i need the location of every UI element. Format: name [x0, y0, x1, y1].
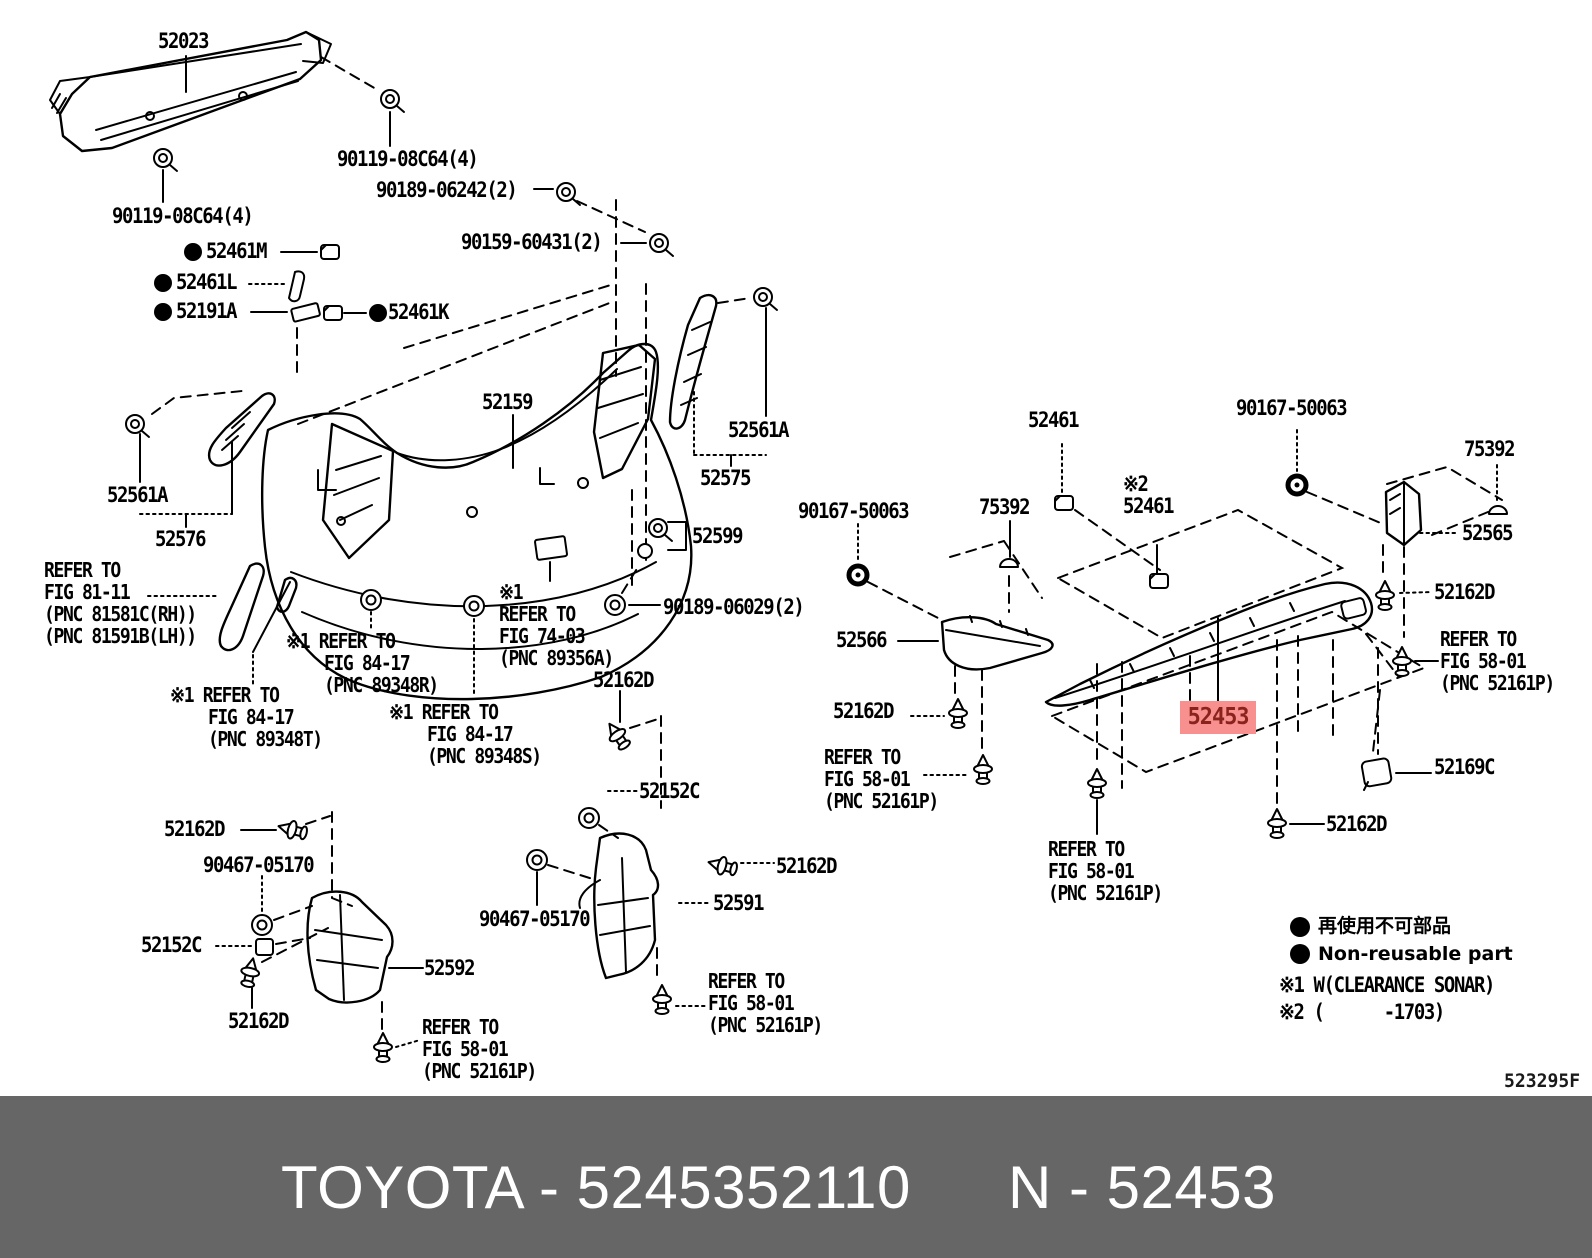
part-52591-guard: [578, 832, 712, 980]
refer-note-fig58-01-a: REFER TO FIG 58-01 (PNC 52161P): [422, 1015, 537, 1083]
refer-note-fig58-01-b: REFER TO FIG 58-01 (PNC 52161P): [708, 969, 823, 1037]
refer-note-fig81-11: REFER TO FIG 81-11 (PNC 81581C(RH)) (PNC…: [44, 558, 197, 648]
part-label-52162D-b: 52162D: [1434, 580, 1496, 604]
part-label-90167-50063-a: 90167-50063: [798, 499, 910, 523]
part-label-52162D-mid: 52162D: [593, 668, 655, 692]
diagram-linework: [49, 30, 1508, 1063]
part-52576-bracket: [139, 390, 276, 528]
legend-jp-text: 再使用不可部品: [1318, 915, 1452, 937]
part-label-90119-08C64-right: 90119-08C64(4): [337, 147, 479, 171]
part-label-52461L: 52461L: [176, 270, 238, 294]
part-label-52162D-a: 52162D: [833, 699, 895, 723]
part-label-52576: 52576: [155, 527, 206, 551]
refer-note-fig74-03: ※1 REFER TO FIG 74-03 (PNC 89356A): [499, 580, 614, 670]
part-label-52461M: 52461M: [206, 239, 268, 263]
refer-note-fig58-01-e: REFER TO FIG 58-01 (PNC 52161P): [1048, 837, 1163, 905]
part-label-52566: 52566: [836, 628, 887, 652]
part-label-52162D-c: 52162D: [1326, 812, 1388, 836]
legend-note1: ※1 W(CLEARANCE SONAR): [1279, 973, 1495, 997]
part-label-52162D-midright: 52162D: [776, 854, 838, 878]
part-52592-guard: [306, 890, 424, 1004]
part-52575-bracket: [668, 294, 767, 467]
part-label-52591: 52591: [713, 891, 764, 915]
part-label-52169C: 52169C: [1434, 755, 1496, 779]
figure-code: 523295F: [1504, 1070, 1581, 1092]
footer-part-number: TOYOTA - 5245352110: [281, 1154, 911, 1221]
part-label-52599: 52599: [692, 524, 743, 548]
refer-note-fig58-01-d: REFER TO FIG 58-01 (PNC 52161P): [1440, 627, 1555, 695]
part-fig81-11-pad: [147, 562, 298, 685]
part-label-52152C-left: 52152C: [141, 933, 203, 957]
part-label-75392-b: 75392: [1464, 437, 1515, 461]
part-label-90159-60431: 90159-60431(2): [461, 230, 603, 254]
non-reusable-dot-icon: [1290, 944, 1310, 964]
part-label-52162D-bottomleft: 52162D: [228, 1009, 290, 1033]
part-label-52152C-mid: 52152C: [639, 779, 701, 803]
part-52159-bumper-cover: [260, 342, 693, 701]
footer-bar: TOYOTA - 5245352110 N - 52453: [0, 1096, 1592, 1258]
part-label-52461-note2: ※2 52461: [1123, 472, 1174, 518]
part-label-90467-05170-right: 90467-05170: [479, 907, 591, 931]
part-52169C-clip: [1360, 757, 1432, 791]
part-label-52592: 52592: [424, 956, 475, 980]
highlighted-part-label-52453[interactable]: 52453: [1180, 701, 1257, 734]
part-label-52461K: 52461K: [388, 300, 450, 324]
part-label-75392-a: 75392: [979, 495, 1030, 519]
part-52023-reinforcement: [49, 30, 332, 153]
part-label-90189-06242: 90189-06242(2): [376, 178, 518, 202]
part-label-52565: 52565: [1462, 521, 1513, 545]
part-52566-moulding: [897, 615, 1054, 671]
part-52453-lower-moulding: [1044, 581, 1374, 707]
refer-note-fig58-01-c: REFER TO FIG 58-01 (PNC 52161P): [824, 745, 939, 813]
part-label-52461-a: 52461: [1028, 408, 1079, 432]
part-label-52159: 52159: [482, 390, 533, 414]
part-label-52561A-left: 52561A: [107, 483, 169, 507]
part-label-90167-50063-b: 90167-50063: [1236, 396, 1348, 420]
part-label-90467-05170-left: 90467-05170: [203, 853, 315, 877]
refer-note-fig84-17-T: ※1 REFER TO FIG 84-17 (PNC 89348T): [170, 683, 323, 751]
legend-en-text: Non-reusable part: [1318, 943, 1513, 965]
footer-pnc: N - 52453: [1008, 1154, 1276, 1221]
part-label-52191A: 52191A: [176, 299, 238, 323]
part-label-52575: 52575: [700, 466, 751, 490]
non-reusable-clips: [154, 243, 387, 373]
refer-note-fig84-17-R: ※1 REFER TO FIG 84-17 (PNC 89348R): [286, 629, 439, 697]
part-label-52561A-right: 52561A: [728, 418, 790, 442]
legend-note2: ※2 ( -1703): [1279, 1000, 1445, 1024]
part-52565-bracket: [1384, 465, 1503, 547]
refer-note-fig84-17-S: ※1 REFER TO FIG 84-17 (PNC 89348S): [389, 700, 542, 768]
part-label-90119-08C64-left: 90119-08C64(4): [112, 204, 254, 228]
part-label-52023: 52023: [158, 29, 209, 53]
part-label-52162D-topleft: 52162D: [164, 817, 226, 841]
part-label-90189-06029: 90189-06029(2): [663, 595, 805, 619]
non-reusable-dot-icon: [1290, 917, 1310, 937]
